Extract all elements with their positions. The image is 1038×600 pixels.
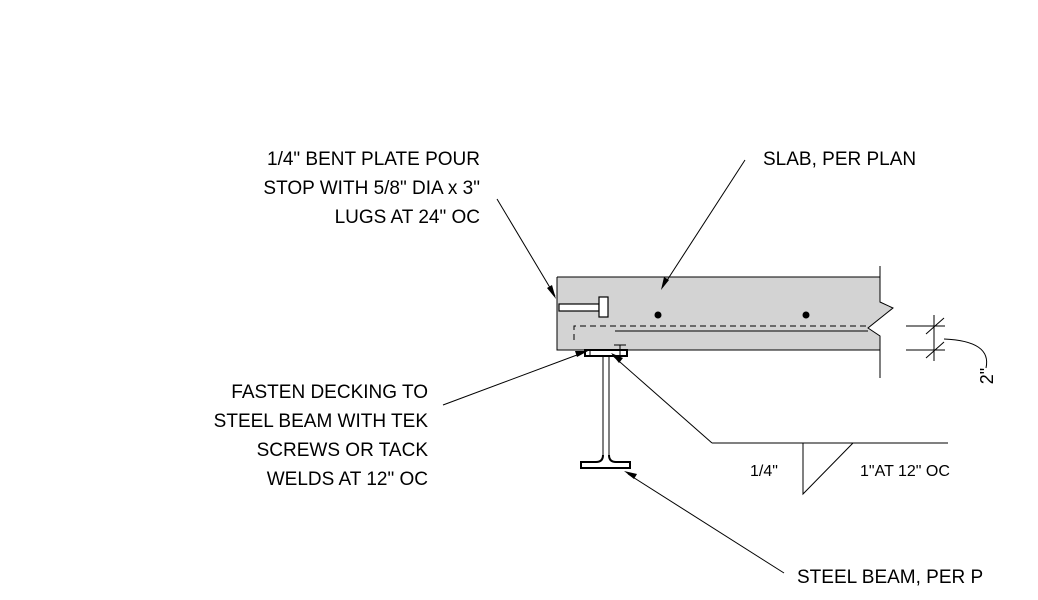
note-pour-stop-line-2: STOP WITH 5/8" DIA x 3" bbox=[263, 178, 480, 199]
note-fasten-line-3: SCREWS OR TACK bbox=[257, 440, 429, 461]
note-beam: STEEL BEAM, PER P bbox=[797, 567, 983, 588]
weld-size: 1/4" bbox=[750, 463, 778, 480]
note-fasten-line-2: STEEL BEAM WITH TEK bbox=[214, 411, 429, 432]
note-fasten-line-4: WELDS AT 12" OC bbox=[267, 469, 428, 490]
concrete-slab bbox=[557, 266, 894, 378]
tek-screws bbox=[584, 344, 626, 357]
note-pour-stop-line-1: 1/4" BENT PLATE POUR bbox=[267, 149, 480, 170]
note-slab: SLAB, PER PLAN bbox=[763, 149, 916, 170]
leader-slab bbox=[661, 159, 746, 290]
leader-beam bbox=[624, 471, 785, 574]
note-pour-stop-line-3: LUGS AT 24" OC bbox=[335, 207, 480, 228]
metal-decking bbox=[573, 325, 868, 340]
rebar-dot-1 bbox=[654, 311, 662, 319]
weld-length-pitch: 1"AT 12" OC bbox=[860, 463, 950, 480]
deck-depth-dimension bbox=[906, 315, 988, 369]
leader-pour-stop bbox=[496, 198, 556, 299]
deck-depth-label: 2" bbox=[977, 368, 997, 384]
note-fasten-line-1: FASTEN DECKING TO bbox=[231, 382, 428, 403]
note-fasten: FASTEN DECKING TO STEEL BEAM WITH TEK SC… bbox=[214, 382, 429, 490]
headed-lug bbox=[558, 296, 609, 318]
leader-fasten bbox=[442, 351, 588, 406]
rebar-dot-2 bbox=[802, 311, 810, 319]
weld-symbol bbox=[611, 353, 948, 496]
steel-beam bbox=[580, 349, 631, 469]
note-pour-stop: 1/4" BENT PLATE POUR STOP WITH 5/8" DIA … bbox=[263, 149, 480, 228]
